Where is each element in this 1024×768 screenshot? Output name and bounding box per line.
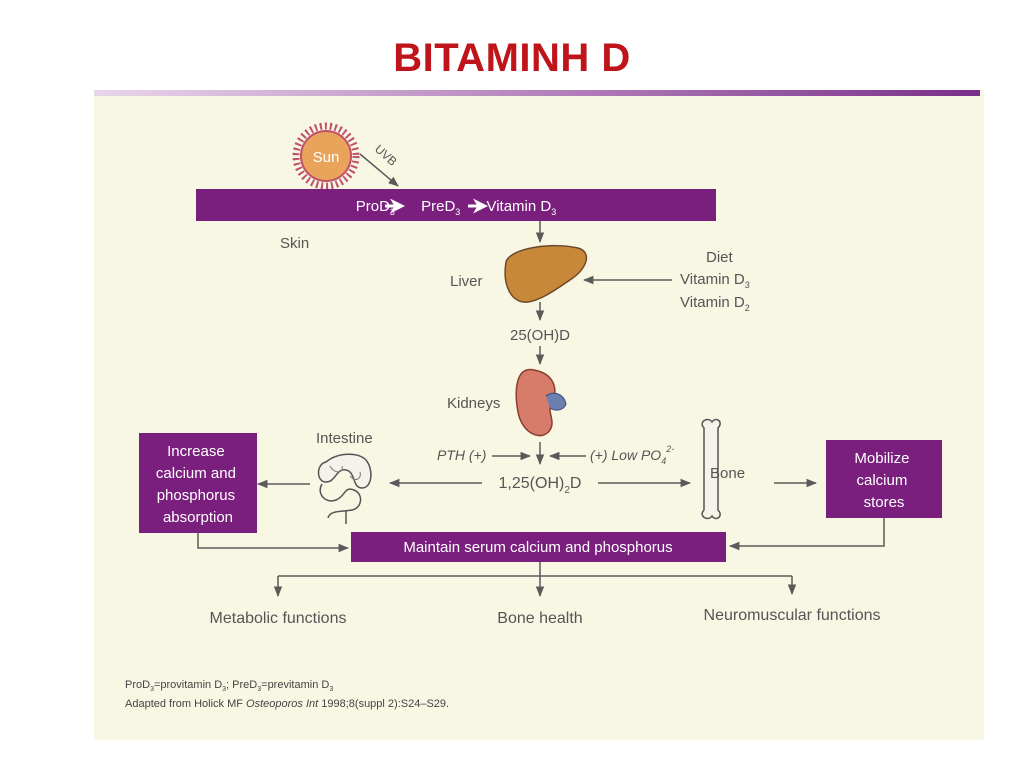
metabolic-functions-label: Metabolic functions bbox=[210, 610, 347, 627]
maintain-bar bbox=[351, 532, 726, 562]
skin-bar-text: ProD3 PreD3 Vitamin D3 bbox=[356, 198, 557, 217]
footnote-citation: Adapted from Holick MF Osteoporos Int 19… bbox=[125, 698, 449, 710]
hydroxy-label: 25(OH)D bbox=[510, 327, 570, 344]
bone-health-label: Bone health bbox=[497, 610, 582, 627]
slide-title: BITAMINH D bbox=[393, 36, 631, 80]
increase-to-maintain-connector bbox=[197, 533, 350, 553]
calcitriol-label: 1,25(OH)2D bbox=[499, 475, 582, 496]
bone-icon bbox=[701, 418, 721, 520]
low-po4-label: (+) Low PO42- bbox=[590, 444, 674, 466]
pth-label: PTH (+) bbox=[437, 447, 486, 463]
kidney-icon bbox=[515, 368, 567, 437]
skin-label: Skin bbox=[280, 235, 309, 252]
diet-label: Diet bbox=[706, 249, 734, 266]
kidneys-label: Kidneys bbox=[447, 395, 500, 412]
vitamin-d-diagram: Sun UVB ProD3 PreD3 Vitamin D3 Skin Live… bbox=[94, 90, 984, 740]
increase-absorption-text: Increase calcium and phosphorus absorpti… bbox=[156, 443, 240, 526]
neuromuscular-functions-label: Neuromuscular functions bbox=[704, 607, 881, 624]
maintain-label: Maintain serum calcium and phosphorus bbox=[403, 539, 672, 556]
mobilize-stores-box bbox=[826, 440, 942, 518]
diet-vitamin-d3: Vitamin D3 bbox=[680, 271, 750, 290]
diet-vitamin-d2: Vitamin D2 bbox=[680, 294, 750, 313]
intestine-label: Intestine bbox=[316, 430, 373, 447]
bone-label: Bone bbox=[710, 465, 745, 482]
liver-label: Liver bbox=[450, 273, 483, 290]
sun-label: Sun bbox=[313, 149, 340, 166]
mobilize-to-maintain-connector bbox=[728, 518, 885, 551]
sun-icon: Sun bbox=[292, 122, 360, 190]
mobilize-stores-text: Mobilize calcium stores bbox=[854, 450, 913, 511]
panel-top-band bbox=[94, 90, 980, 96]
liver-icon bbox=[504, 244, 588, 303]
increase-absorption-box bbox=[139, 433, 257, 533]
intestine-icon bbox=[317, 453, 372, 524]
uvb-arrow bbox=[359, 153, 399, 187]
footnote-definitions: ProD3=provitamin D3; PreD3=previtamin D3 bbox=[125, 679, 333, 693]
skin-bar bbox=[196, 189, 716, 221]
